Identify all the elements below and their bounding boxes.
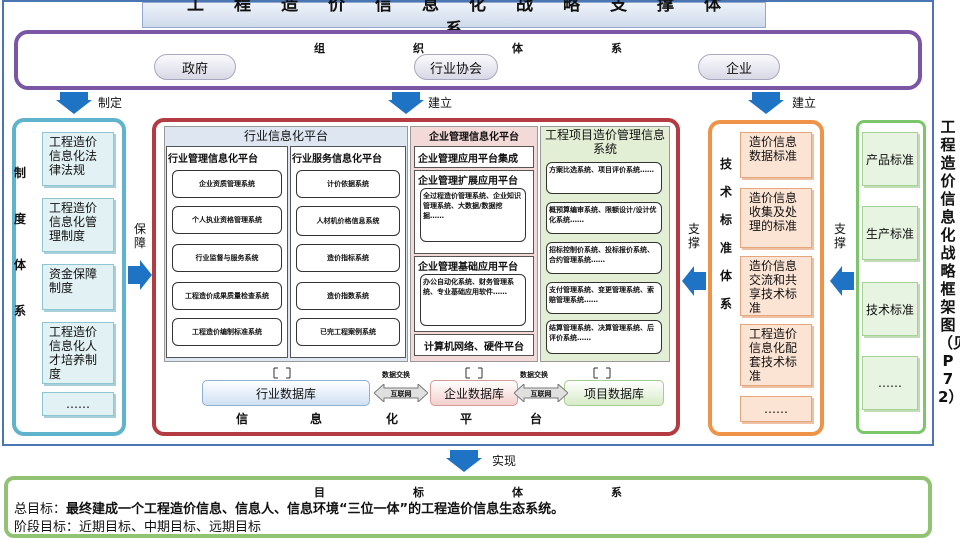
diagram-title: 工程造价信息化战略支撑体系 [142,0,766,40]
label-guarantee: 保障 [134,222,147,250]
industry-svc-item-5: 已完工程案例系统 [296,318,400,346]
enterprise-ext-title: 企业管理扩展应用平台 [418,176,518,187]
label-support-1: 支撑 [688,222,701,250]
exchange-arrow-2 [514,384,568,402]
arrow-down-realize [446,450,482,472]
platform-title-char-2: 息 [310,412,323,426]
industry-mgmt-item-2: 个人执业资格管理系统 [172,206,282,234]
org-system-title: 组织体系 [314,42,710,55]
org-gov: 政府 [154,54,236,80]
project-system-header: 工程项目造价管理信息系统 [544,128,665,156]
label-build-2: 建立 [792,96,817,110]
enterprise-ext-text: 全过程造价管理系统、企业知识管理系统、大数据/数据挖掘…… [420,188,526,242]
arrow-left-support-2 [830,266,854,296]
institution-item-1: 工程造价信息化法律法规 [42,132,114,186]
arrow-down-build-2 [748,92,784,114]
institution-item-2: 工程造价信息化管理制度 [42,198,114,252]
tech-item-5: …… [740,396,812,422]
label-support-2: 支撑 [834,222,847,250]
internet-label-2: 互联网 [530,390,552,398]
org-association: 行业协会 [414,54,498,80]
side-vertical-title: 工程造价信息化战略框架图（见P72） [938,118,960,406]
connector-project [593,367,611,379]
standard-more: …… [862,356,918,410]
industry-mgmt-item-4: 工程造价成果质量检查系统 [172,282,282,310]
connector-enterprise [465,367,483,379]
industry-mgmt-item-1: 企业资质管理系统 [172,170,282,198]
connector-industry [273,367,291,379]
tech-standard-system-title: 技术标准体系 [720,157,733,311]
enterprise-network-box [414,334,534,356]
tech-item-1: 造价信息数据标准 [740,132,812,178]
platform-title-char-5: 台 [530,412,543,426]
project-item-2: 概预算编审系统、限额设计/设计优化系统…… [546,202,662,234]
db-enterprise: 企业数据库 [430,380,518,406]
project-item-5: 结算管理系统、决算管理系统、后评价系统…… [546,320,662,354]
db-project: 项目数据库 [564,380,664,406]
institution-item-4: 工程造价信息化人才培养制度 [42,322,114,384]
tech-item-3: 造价信息交流和共享技术标准 [740,256,812,316]
goal-phase-label: 阶段目标： [14,520,80,535]
goal-overall: 总目标：最终建成一个工程造价信息、信息人、信息环境“三位一体”的工程造价信息生态… [14,498,564,517]
institution-item-5: …… [42,392,114,416]
goal-phase-text: 近期目标、中期目标、远期目标 [79,520,262,535]
industry-svc-item-3: 造价指标系统 [296,244,400,272]
platform-title-char-1: 信 [236,412,249,426]
industry-mgmt-item-5: 工程造价编制标准系统 [172,318,282,346]
enterprise-base-text: 办公自动化系统、财务管理系统、专业基础应用软件…… [420,274,526,326]
goal-system-title: 目标体系 [314,486,710,499]
arrow-right-guarantee [128,260,152,290]
enterprise-integration-box [414,146,534,168]
arrow-down-formulate [56,92,92,114]
goal-overall-text: 最终建成一个工程造价信息、信息人、信息环境“三位一体”的工程造价信息生态系统。 [66,502,565,517]
enterprise-network: 计算机网络、硬件平台 [424,342,524,353]
tech-item-4: 工程造价信息化配套技术标准 [740,324,812,386]
goal-phase: 阶段目标：近期目标、中期目标、远期目标 [14,516,261,535]
enterprise-base-title: 企业管理基础应用平台 [418,262,518,273]
industry-mgmt-item-3: 行业监督与服务系统 [172,244,282,272]
label-realize: 实现 [492,454,517,468]
platform-title-char-4: 平 [460,412,473,426]
arrow-left-support-1 [682,266,706,296]
industry-svc-item-2: 人材机价格信息系统 [296,206,400,236]
institution-item-3: 资金保障制度 [42,264,114,310]
industry-svc-title: 行业服务信息化平台 [292,154,382,165]
project-item-4: 支付管理系统、变更管理系统、索赔管理系统…… [546,282,662,314]
exchange-label-2: 数据交换 [520,371,548,379]
standard-technical: 技术标准 [862,282,918,336]
arrow-down-build-1 [388,92,424,114]
project-item-3: 招标控制价系统、投标报价系统、合约管理系统…… [546,242,662,274]
platform-title-char-3: 化 [386,412,399,426]
industry-svc-item-1: 计价依据系统 [296,170,400,198]
enterprise-platform-header: 企业管理信息化平台 [429,132,519,143]
org-system-box: 组织体系 政府 行业协会 企业 [14,30,922,90]
industry-platform-header: 行业信息化平台 [243,128,328,143]
org-enterprise: 企业 [698,54,780,80]
goal-system-box: 目标体系 [4,476,932,538]
exchange-arrow-1 [374,384,428,402]
standard-product: 产品标准 [862,132,918,186]
label-formulate: 制定 [98,96,123,110]
tech-item-2: 造价信息收集及处理的标准 [740,188,812,248]
goal-overall-label: 总目标： [14,502,67,517]
standard-production: 生产标准 [862,206,918,260]
label-build-1: 建立 [428,96,453,110]
industry-svc-item-4: 造价指数系统 [296,282,400,310]
institution-system-title: 制度体系 [14,166,27,318]
db-industry: 行业数据库 [202,380,370,406]
enterprise-integration: 企业管理应用平台集成 [418,154,518,165]
industry-mgmt-title: 行业管理信息化平台 [168,154,258,165]
project-item-1: 方案比选系统、项目评价系统…… [546,162,662,194]
internet-label-1: 互联网 [390,390,412,398]
exchange-label-1: 数据交换 [382,371,410,379]
